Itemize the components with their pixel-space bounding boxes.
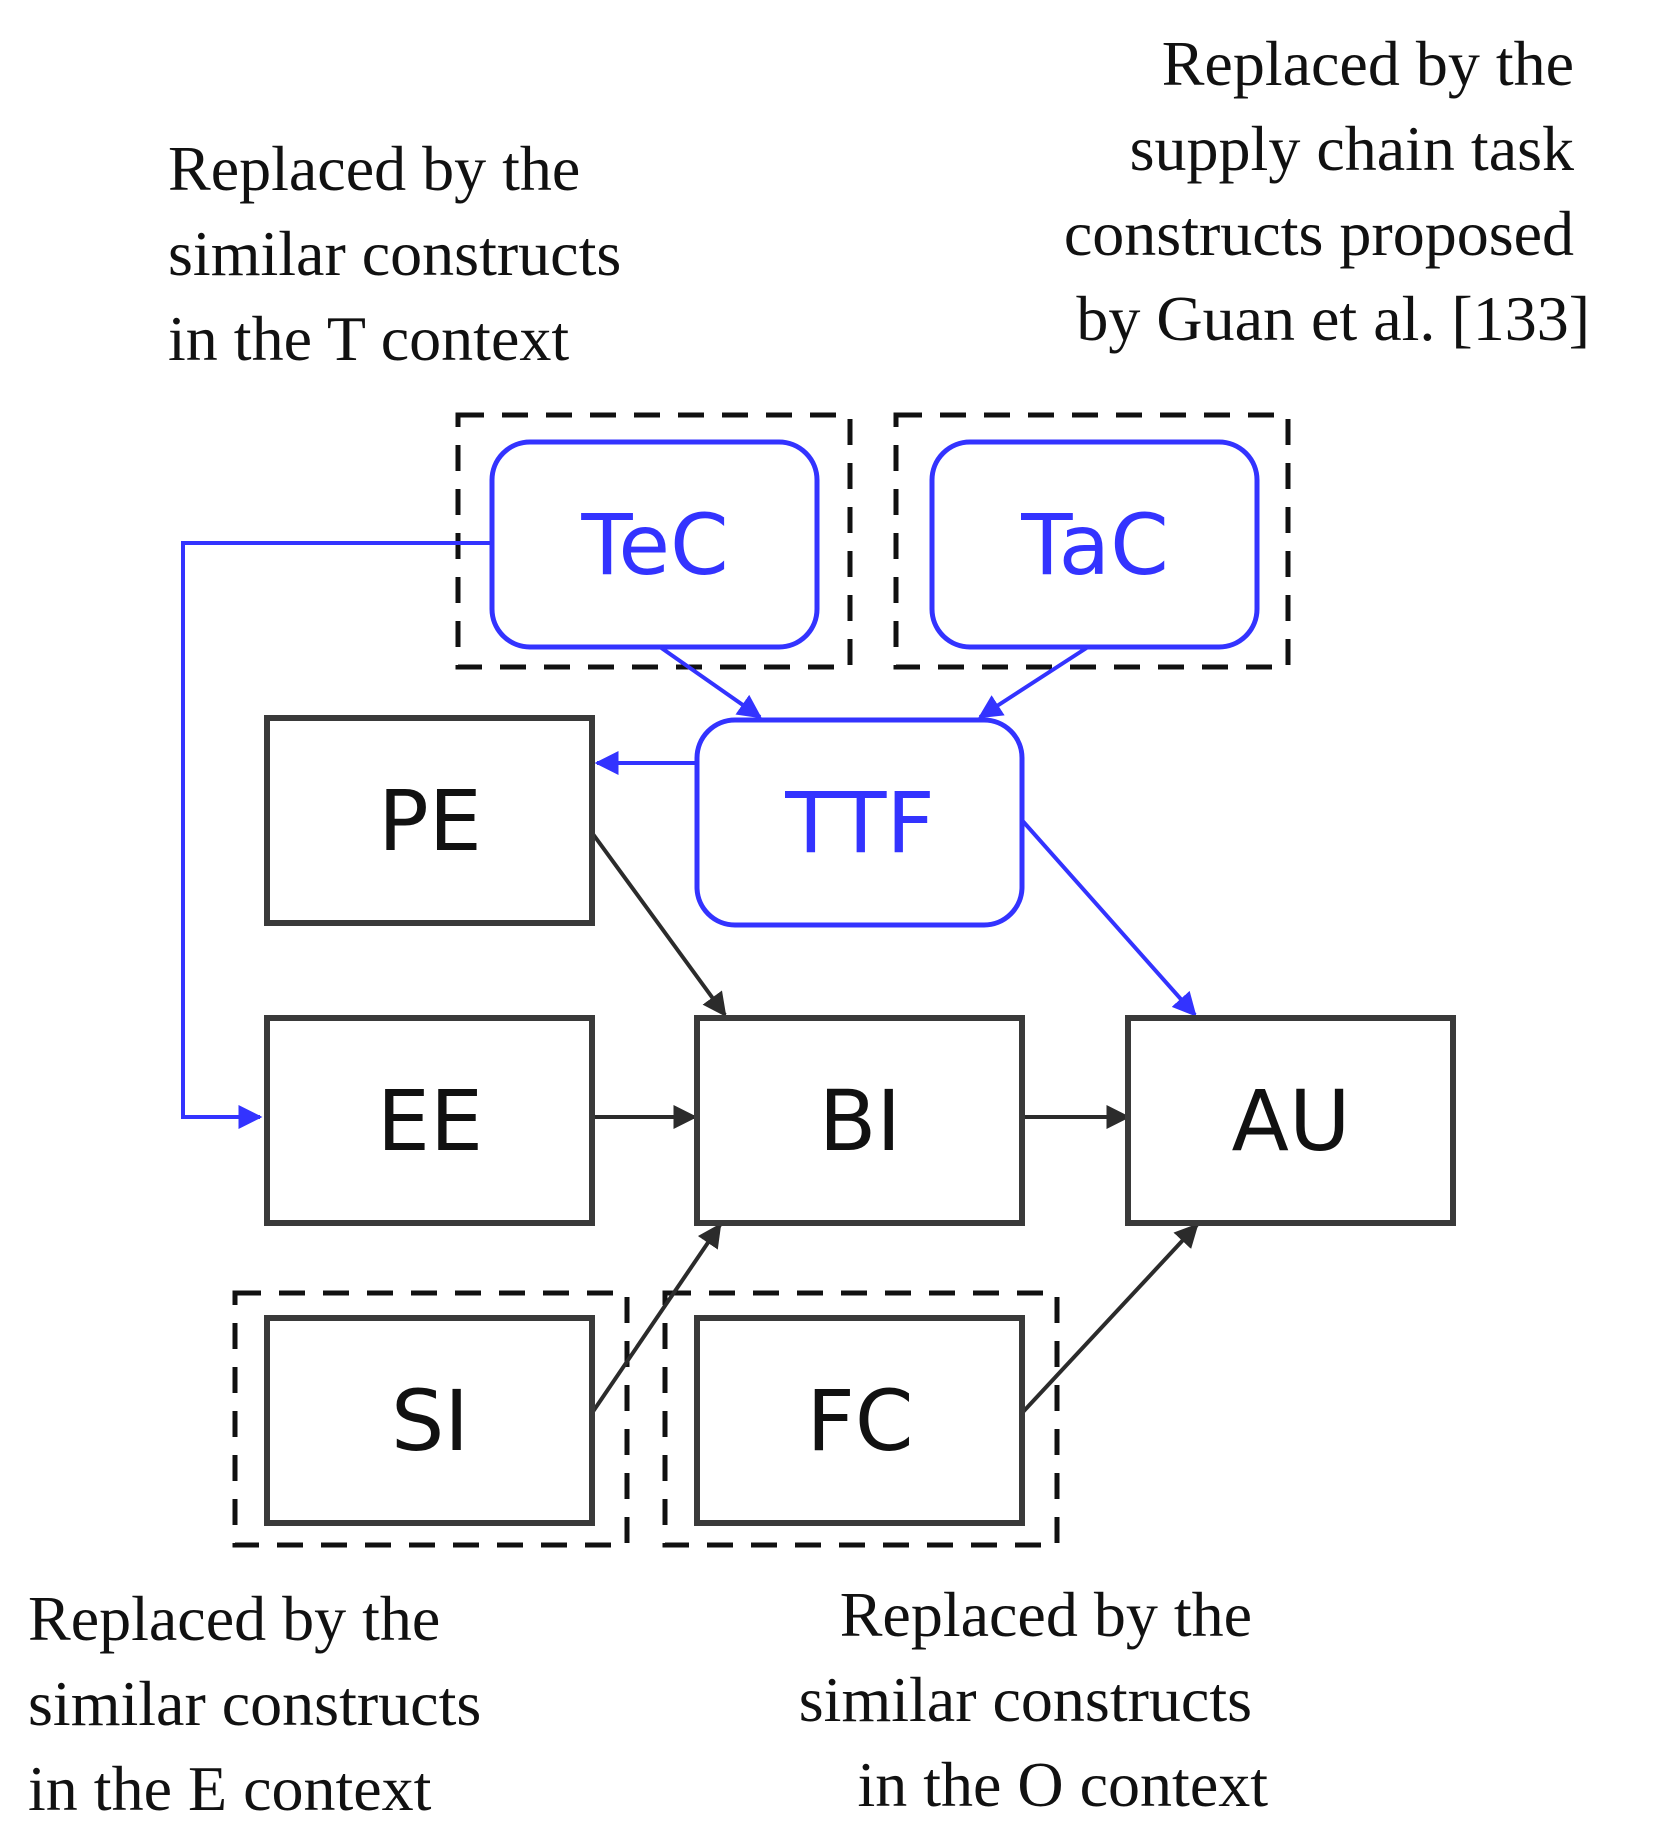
- dashed-group-fc: [662, 1290, 1060, 1548]
- node-pe-box: [264, 715, 595, 926]
- annotation-top-left-line: Replaced by the: [168, 133, 580, 204]
- node-tac-box: [929, 439, 1260, 650]
- annotation-bottom-left-line: in the E context: [28, 1753, 432, 1824]
- node-au-label: AU: [1232, 1072, 1351, 1170]
- annotation-bottom-left: Replaced by the similar constructs in th…: [28, 1583, 497, 1824]
- edge-si-to-bi: [590, 1223, 722, 1415]
- node-ee: EE: [264, 1015, 595, 1226]
- node-fc-label: FC: [807, 1372, 914, 1470]
- annotation-bottom-right: Replaced by the similar constructs in th…: [799, 1579, 1268, 1820]
- node-ttf: TTF: [694, 717, 1025, 928]
- node-au-box: [1125, 1015, 1456, 1226]
- edge-tec-to-ee: [181, 541, 492, 1129]
- node-ttf-label: TTF: [784, 774, 934, 872]
- annotation-top-left: Replaced by the similar constructs in th…: [168, 133, 637, 374]
- node-au: AU: [1125, 1015, 1456, 1226]
- node-bi: BI: [694, 1015, 1025, 1226]
- node-si: SI: [264, 1315, 595, 1526]
- node-ttf-box: [694, 717, 1025, 928]
- edge-pe-to-bi: [588, 828, 727, 1017]
- annotation-top-left-line: in the T context: [168, 303, 569, 374]
- node-pe-label: PE: [378, 772, 482, 870]
- node-bi-box: [694, 1015, 1025, 1226]
- edge-tac-to-ttf: [977, 645, 1090, 719]
- node-fc: FC: [694, 1315, 1025, 1526]
- node-si-box: [264, 1315, 595, 1526]
- node-tac: TaC: [929, 439, 1260, 650]
- node-tac-label: TaC: [1020, 496, 1169, 594]
- node-tec-box: [489, 439, 820, 650]
- node-pe: PE: [264, 715, 595, 926]
- annotation-top-right-line: constructs proposed: [1064, 198, 1574, 269]
- node-ee-box: [264, 1015, 595, 1226]
- node-bi-label: BI: [819, 1072, 901, 1170]
- node-si-label: SI: [391, 1372, 469, 1470]
- annotation-top-right-line: supply chain task: [1130, 113, 1574, 184]
- dashed-group-tac: [893, 412, 1291, 670]
- annotation-top-right-line: Replaced by the: [1162, 28, 1574, 99]
- annotation-bottom-right-line: Replaced by the: [840, 1579, 1252, 1650]
- annotation-bottom-right-line: similar constructs: [799, 1664, 1252, 1735]
- annotation-bottom-left-line: Replaced by the: [28, 1583, 440, 1654]
- edge-fc-to-au: [1020, 1223, 1199, 1415]
- node-tec: TeC: [489, 439, 820, 650]
- node-ee-label: EE: [377, 1072, 483, 1170]
- edge-ttf-to-au: [1018, 816, 1197, 1017]
- annotation-top-right: Replaced by the supply chain task constr…: [1064, 28, 1590, 354]
- annotation-bottom-right-line: in the O context: [857, 1749, 1268, 1820]
- dashed-group-si: [232, 1290, 630, 1548]
- annotation-top-right-line: by Guan et al. [133]: [1076, 283, 1590, 354]
- annotation-bottom-left-line: similar constructs: [28, 1668, 481, 1739]
- annotation-top-left-line: similar constructs: [168, 218, 621, 289]
- node-tec-label: TeC: [580, 496, 728, 594]
- node-fc-box: [694, 1315, 1025, 1526]
- edge-tec-to-ttf: [658, 645, 762, 719]
